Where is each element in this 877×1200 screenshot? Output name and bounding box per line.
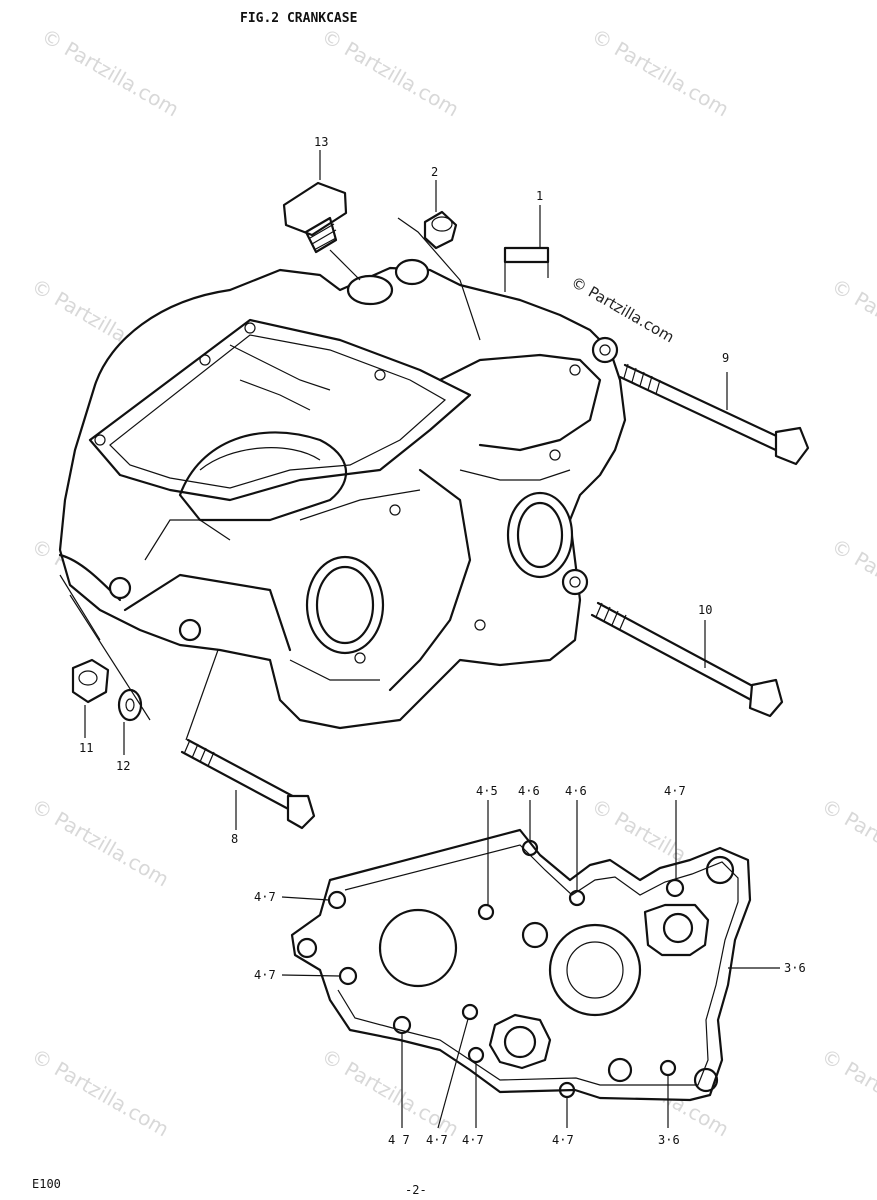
plate-label-left-2: 4·7 — [254, 968, 276, 982]
watermark-text: © Partzilla.com — [818, 794, 877, 892]
callout-2: 2 — [431, 165, 438, 179]
part-washer-12 — [59, 574, 151, 755]
callout-10: 10 — [698, 603, 712, 617]
part-dowel-pin — [397, 180, 481, 341]
part-bolt-10 — [590, 601, 784, 718]
crankcase-assembly — [58, 246, 627, 730]
part-nut-11 — [71, 658, 110, 738]
part-bolt-9 — [618, 363, 810, 466]
plate-label-bottom-3: 4·7 — [462, 1133, 484, 1147]
callout-12: 12 — [116, 759, 130, 773]
watermark-text: © Partzilla.com — [828, 534, 877, 632]
watermark-text: © Partzilla.com — [318, 1044, 464, 1142]
figure-title: FIG.2 CRANKCASE — [240, 11, 357, 26]
plate-label-left-1: 4·7 — [254, 890, 276, 904]
watermark-text: © Partzilla.com — [828, 274, 877, 372]
plate-label-top-1: 4·5 — [476, 784, 498, 798]
plate-label-right-1: 3·6 — [784, 961, 806, 975]
watermark-text: © Partzilla.com — [38, 24, 184, 122]
callout-11: 11 — [79, 741, 93, 755]
part-oil-filler-cap — [282, 150, 361, 281]
plate-label-top-4: 4·7 — [664, 784, 686, 798]
watermark-text: © Partzilla.com — [28, 794, 174, 892]
callout-1-bracket — [504, 205, 549, 292]
plate-label-bottom-1: 4 7 — [388, 1133, 410, 1147]
callout-1: 1 — [536, 189, 543, 203]
crankcase-half-plate — [290, 828, 752, 1102]
footer-model: E100 — [32, 1177, 61, 1191]
plate-label-bottom-5: 3·6 — [658, 1133, 680, 1147]
plate-label-top-3: 4·6 — [565, 784, 587, 798]
part-stud-8 — [180, 649, 316, 830]
watermark-text: © Partzilla.com — [818, 1044, 877, 1142]
plate-label-bottom-4: 4·7 — [552, 1133, 574, 1147]
plate-leader-lines — [281, 800, 780, 1129]
plate-label-bottom-2: 4·7 — [426, 1133, 448, 1147]
plate-label-top-2: 4·6 — [518, 784, 540, 798]
callout-9: 9 — [722, 351, 729, 365]
callout-8: 8 — [231, 832, 238, 846]
footer-page-number: -2- — [405, 1183, 427, 1197]
watermark-text: © Partzilla.com — [28, 1044, 174, 1142]
watermark-text: © Partzilla.com — [588, 24, 734, 122]
watermark-text: © Partzilla.com — [318, 24, 464, 122]
callout-13: 13 — [314, 135, 328, 149]
